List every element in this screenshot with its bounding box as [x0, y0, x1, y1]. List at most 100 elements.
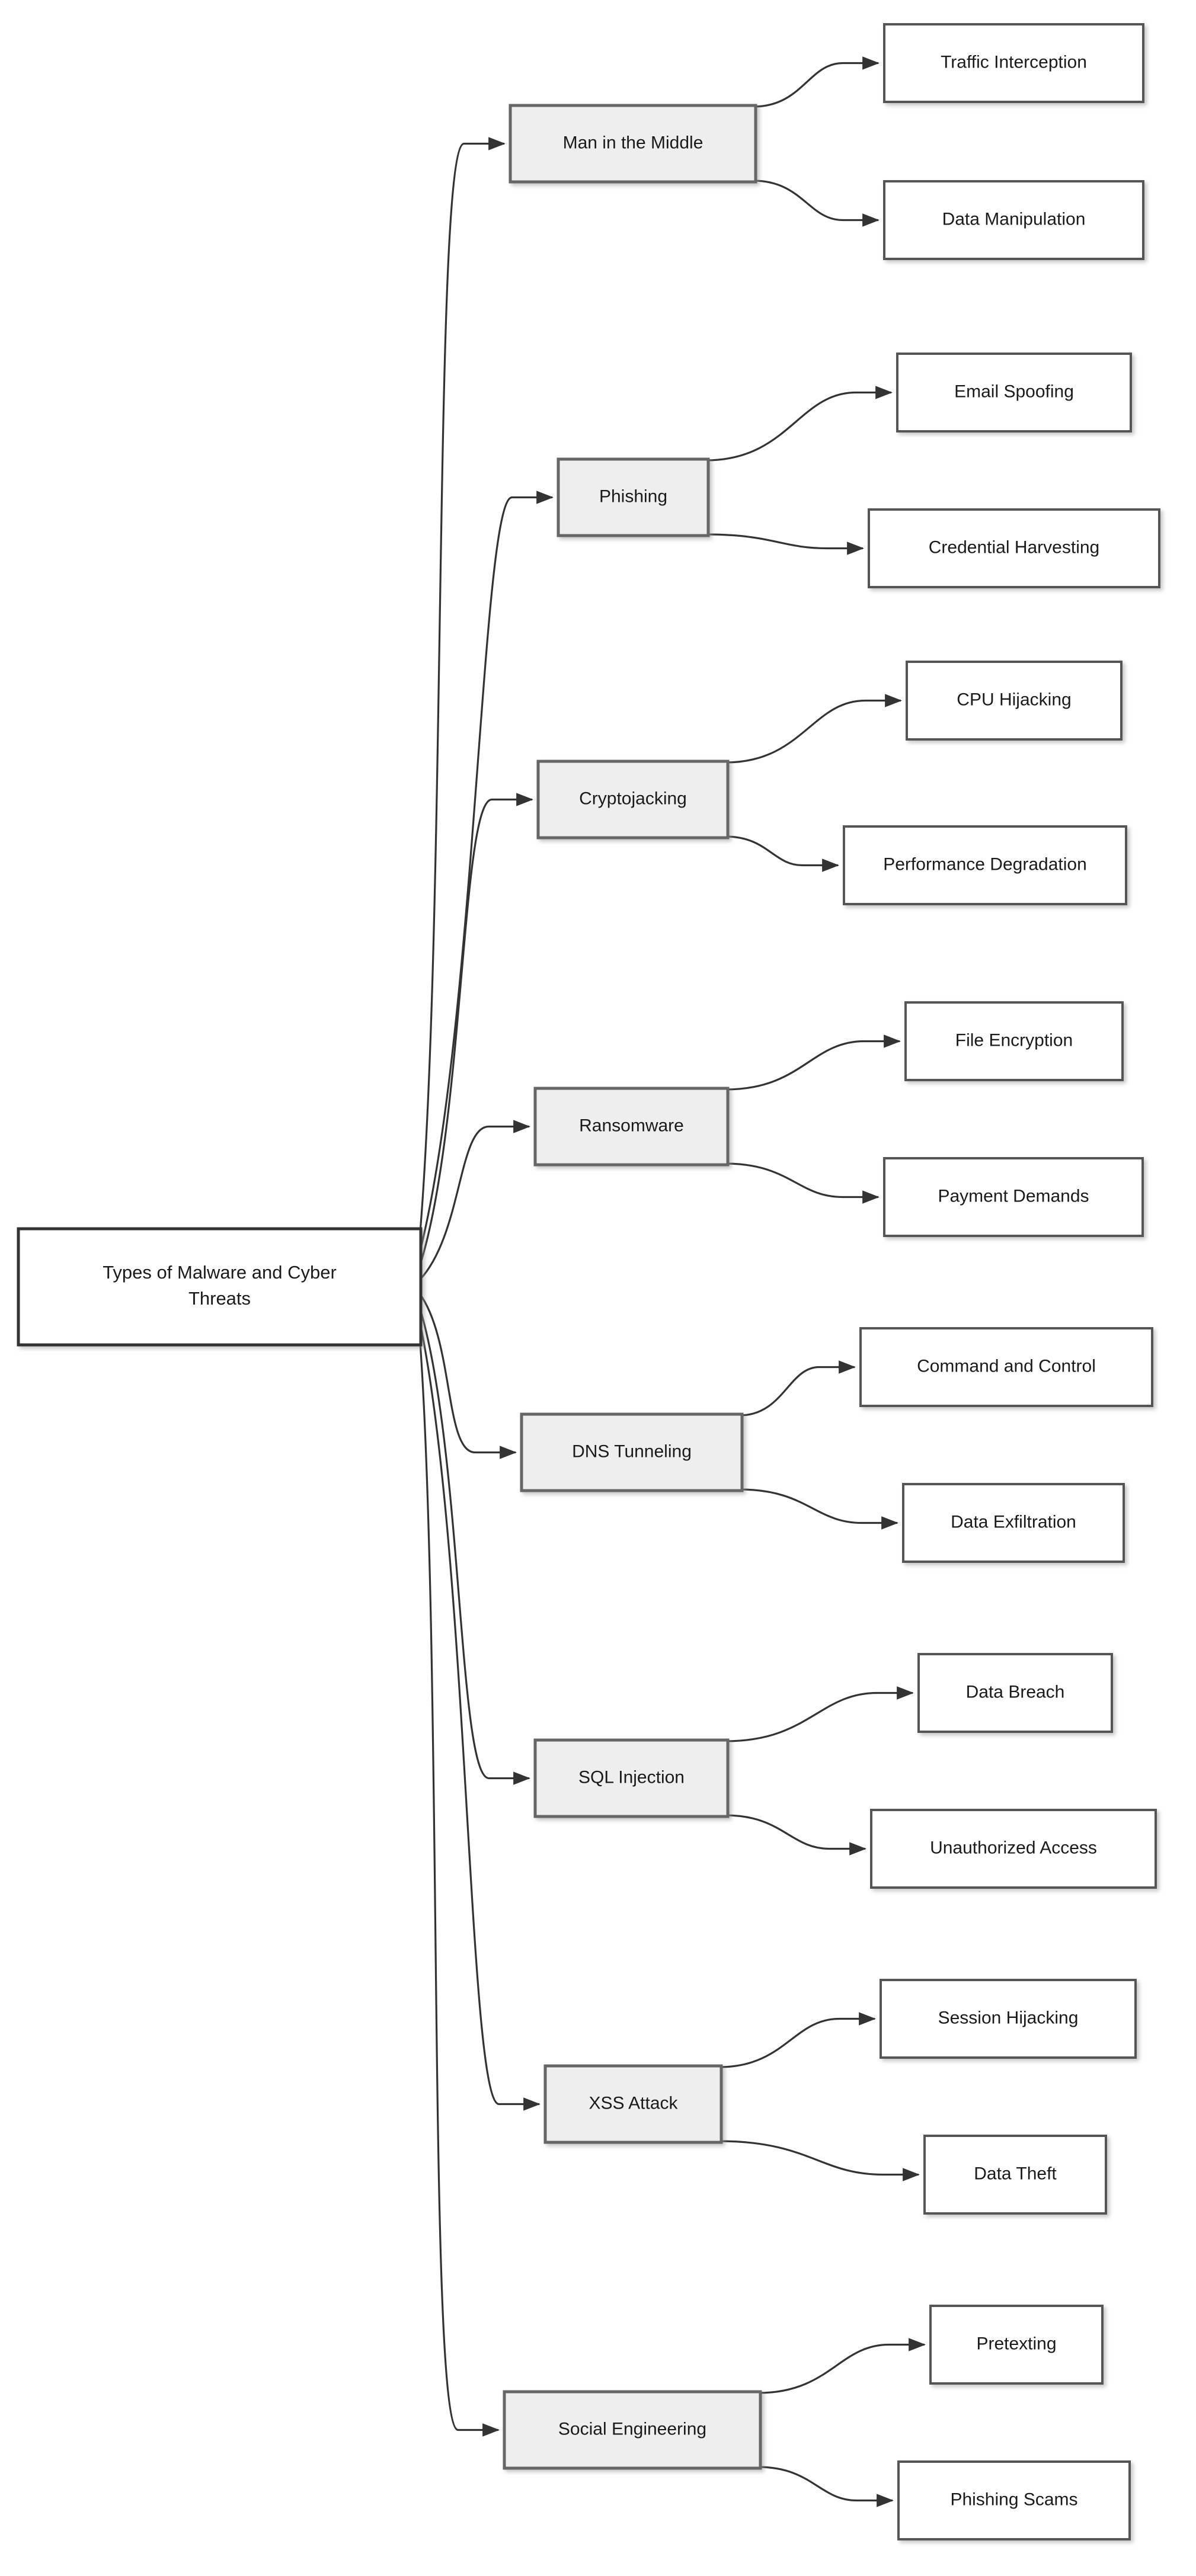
edge-ransomware-to-payment-demands [725, 1162, 880, 1204]
leaf-node-phishing-scams[interactable]: Phishing Scams [897, 2460, 1131, 2540]
leaf-node-cpu-hijacking-label: CPU Hijacking [957, 690, 1071, 709]
branch-node-phishing-label: Phishing [599, 486, 667, 506]
leaf-node-cpu-hijacking[interactable]: CPU Hijacking [906, 661, 1123, 741]
leaf-node-unauthorized-access-box[interactable] [870, 1809, 1157, 1889]
root-node-label: Types of Malware and Cyber [103, 1262, 337, 1283]
leaf-node-session-hijacking[interactable]: Session Hijacking [880, 1979, 1137, 2059]
edge-dns-tunneling-to-command-and-control [739, 1360, 856, 1417]
edge-social-engineering-to-phishing-scams [757, 2466, 894, 2507]
leaf-node-email-spoofing[interactable]: Email Spoofing [896, 353, 1132, 432]
leaf-node-pretexting[interactable]: Pretexting [929, 2305, 1104, 2385]
leaf-node-file-encryption[interactable]: File Encryption [904, 1001, 1124, 1081]
edge-root-to-man-in-the-middle [418, 137, 506, 1239]
leaf-node-cpu-hijacking-box[interactable] [906, 661, 1123, 741]
branch-node-social-engineering-label: Social Engineering [558, 2419, 706, 2439]
edge-xss-attack-to-data-theft [718, 2140, 920, 2181]
leaf-node-file-encryption-box[interactable] [904, 1001, 1124, 1081]
leaf-node-payment-demands-box[interactable] [883, 1157, 1144, 1237]
edge-cryptojacking-to-performance-degradation [725, 835, 839, 872]
branch-node-dns-tunneling[interactable]: DNS Tunneling [520, 1412, 744, 1492]
leaf-node-file-encryption-label: File Encryption [955, 1030, 1073, 1050]
leaf-node-data-manipulation-label: Data Manipulation [942, 209, 1086, 229]
leaf-node-payment-demands-label: Payment Demands [938, 1186, 1089, 1206]
leaf-node-data-breach-label: Data Breach [966, 1682, 1065, 1702]
leaf-node-performance-degradation-label: Performance Degradation [883, 854, 1087, 874]
leaf-node-data-exfiltration[interactable]: Data Exfiltration [902, 1483, 1125, 1563]
branch-node-cryptojacking[interactable]: Cryptojacking [536, 760, 730, 840]
leaf-node-traffic-interception-label: Traffic Interception [941, 52, 1087, 72]
branch-node-cryptojacking-label: Cryptojacking [579, 789, 687, 808]
branch-node-phishing[interactable]: Phishing [557, 457, 710, 537]
edge-layer [418, 56, 926, 2507]
leaf-node-session-hijacking-box[interactable] [880, 1979, 1137, 2059]
branch-node-man-in-the-middle-label: Man in the Middle [563, 133, 703, 152]
leaf-node-command-and-control-label: Command and Control [917, 1356, 1096, 1376]
leaf-node-performance-degradation[interactable]: Performance Degradation [843, 825, 1127, 905]
leaf-node-phishing-scams-box[interactable] [897, 2460, 1131, 2540]
leaf-node-data-theft-label: Data Theft [974, 2164, 1057, 2183]
leaf-node-data-theft-box[interactable] [923, 2135, 1107, 2215]
leaf-node-credential-harvesting-label: Credential Harvesting [929, 537, 1099, 557]
leaf-node-email-spoofing-label: Email Spoofing [954, 382, 1074, 401]
branch-node-dns-tunneling-label: DNS Tunneling [572, 1441, 692, 1461]
leaf-node-session-hijacking-label: Session Hijacking [938, 2008, 1079, 2027]
branch-node-cryptojacking-box[interactable] [536, 760, 730, 840]
edge-phishing-to-credential-harvesting [705, 533, 864, 555]
leaf-node-data-theft[interactable]: Data Theft [923, 2135, 1107, 2215]
edge-dns-tunneling-to-data-exfiltration [739, 1488, 898, 1530]
leaf-node-performance-degradation-box[interactable] [843, 825, 1127, 905]
branch-node-social-engineering-box[interactable] [503, 2390, 762, 2470]
branch-node-social-engineering[interactable]: Social Engineering [503, 2390, 762, 2470]
branch-node-ransomware-label: Ransomware [579, 1116, 684, 1135]
branch-node-ransomware[interactable]: Ransomware [533, 1087, 730, 1167]
leaf-node-credential-harvesting-box[interactable] [868, 508, 1160, 588]
edge-ransomware-to-file-encryption [725, 1034, 901, 1091]
root-node-box[interactable] [17, 1227, 423, 1347]
leaf-node-unauthorized-access[interactable]: Unauthorized Access [870, 1809, 1157, 1889]
branch-node-man-in-the-middle[interactable]: Man in the Middle [509, 104, 757, 184]
edge-social-engineering-to-pretexting [757, 2338, 926, 2394]
edge-root-to-ransomware [418, 1120, 530, 1281]
edge-phishing-to-email-spoofing [705, 386, 893, 462]
leaf-node-email-spoofing-box[interactable] [896, 353, 1132, 432]
branch-node-sql-injection-box[interactable] [533, 1738, 730, 1818]
edge-man-in-the-middle-to-traffic-interception [753, 56, 880, 108]
leaf-node-pretexting-box[interactable] [929, 2305, 1104, 2385]
leaf-node-data-breach-box[interactable] [917, 1653, 1113, 1733]
branch-node-sql-injection-label: SQL Injection [578, 1767, 685, 1787]
edge-root-to-dns-tunneling [418, 1293, 517, 1459]
branch-node-xss-attack-label: XSS Attack [589, 2093, 678, 2113]
leaf-node-data-exfiltration-box[interactable] [902, 1483, 1125, 1563]
edge-sql-injection-to-unauthorized-access [725, 1814, 866, 1856]
edge-root-to-cryptojacking [418, 793, 533, 1267]
branch-node-xss-attack[interactable]: XSS Attack [543, 2064, 723, 2144]
leaf-node-data-exfiltration-label: Data Exfiltration [951, 1512, 1076, 1531]
branch-node-sql-injection[interactable]: SQL Injection [533, 1738, 730, 1818]
leaf-node-command-and-control[interactable]: Command and Control [859, 1327, 1153, 1407]
leaf-node-traffic-interception[interactable]: Traffic Interception [883, 23, 1144, 103]
edge-root-to-phishing [418, 491, 554, 1253]
leaf-node-data-manipulation[interactable]: Data Manipulation [883, 180, 1144, 260]
branch-node-man-in-the-middle-box[interactable] [509, 104, 757, 184]
branch-node-dns-tunneling-box[interactable] [520, 1412, 744, 1492]
edge-root-to-social-engineering [418, 1334, 500, 2437]
leaf-node-data-manipulation-box[interactable] [883, 180, 1144, 260]
leaf-node-data-breach[interactable]: Data Breach [917, 1653, 1113, 1733]
edge-root-to-xss-attack [418, 1321, 541, 2111]
edge-xss-attack-to-session-hijacking [718, 2012, 876, 2068]
branch-node-phishing-box[interactable] [557, 457, 710, 537]
edge-man-in-the-middle-to-data-manipulation [753, 180, 880, 227]
branch-node-xss-attack-box[interactable] [543, 2064, 723, 2144]
leaf-node-traffic-interception-box[interactable] [883, 23, 1144, 103]
branch-node-ransomware-box[interactable] [533, 1087, 730, 1167]
leaf-node-command-and-control-box[interactable] [859, 1327, 1153, 1407]
leaf-node-pretexting-label: Pretexting [976, 2334, 1056, 2353]
leaf-node-credential-harvesting[interactable]: Credential Harvesting [868, 508, 1160, 588]
leaf-node-phishing-scams-label: Phishing Scams [950, 2490, 1077, 2509]
leaf-node-payment-demands[interactable]: Payment Demands [883, 1157, 1144, 1237]
edge-root-to-sql-injection [418, 1307, 530, 1785]
